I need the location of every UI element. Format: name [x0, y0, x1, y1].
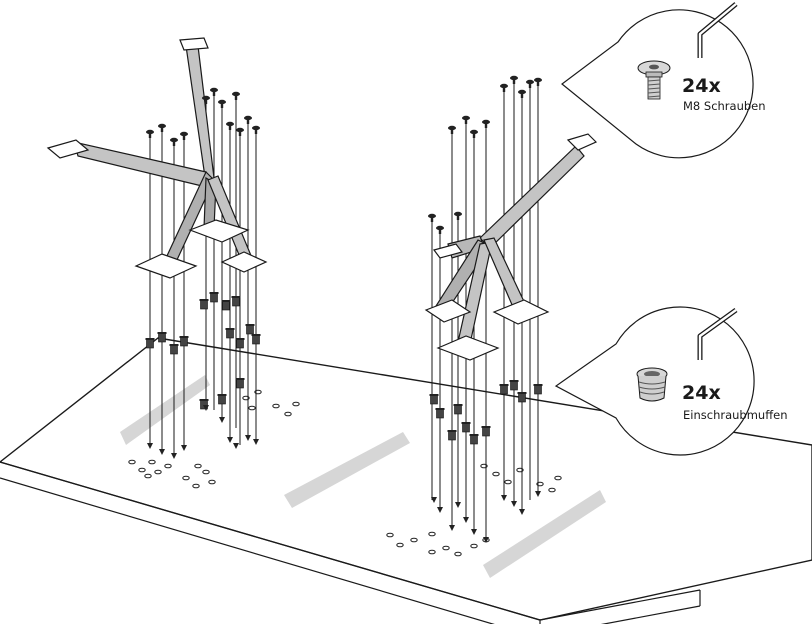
inserts-label: Einschraubmuffen: [683, 408, 788, 422]
hex-key-icon: [697, 307, 738, 360]
screws-label: M8 Schrauben: [683, 99, 766, 113]
inserts-count: 24x: [682, 382, 721, 404]
screw-icon: [637, 60, 671, 100]
screws-count: 24x: [682, 75, 721, 97]
callout-screws: 24x M8 Schrauben: [561, 2, 766, 159]
left-leg-frame: [46, 37, 268, 459]
board-markings: [120, 375, 606, 578]
right-leg-frame: [424, 75, 598, 543]
threaded-insert-icon: [636, 367, 668, 402]
callout-inserts: 24x Einschraubmuffen: [554, 306, 788, 456]
hex-key-icon: [697, 2, 738, 58]
